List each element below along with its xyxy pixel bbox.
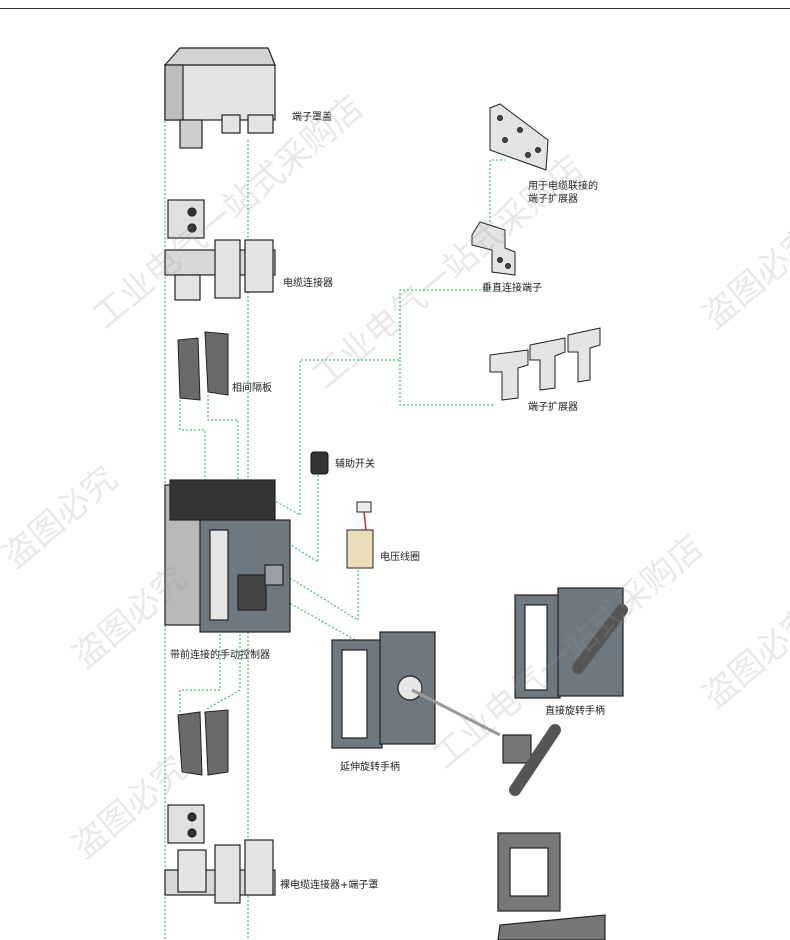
label-direct-rotary-handle: 直接旋转手柄 <box>545 706 605 717</box>
label-voltage-coil: 电压线圈 <box>380 552 420 563</box>
leader-line <box>179 630 221 720</box>
aux-switch-part <box>310 451 329 475</box>
lower-phase-barrier-part <box>177 709 229 776</box>
label-terminal-cover: 端子罩盖 <box>292 112 332 123</box>
label-aux-switch: 辅助开关 <box>335 459 375 470</box>
leader-line <box>489 159 505 230</box>
leader-line <box>399 360 495 406</box>
bare-cable-connector-part <box>164 804 276 904</box>
leader-line <box>284 570 359 622</box>
voltage-coil-part <box>346 501 374 569</box>
cable-connector-part <box>164 199 276 301</box>
cable-terminal-extender-part <box>489 103 549 171</box>
leader-line <box>207 395 239 485</box>
label-bare-cable-connector: 裸电缆连接器+端子罩 <box>280 880 379 891</box>
label-breaker: 带前连接的手动控制器 <box>170 650 270 661</box>
leader-line <box>179 400 206 485</box>
label-terminal-extender: 端子扩展器 <box>528 402 578 413</box>
leader-line <box>299 289 485 515</box>
direct-rotary-handle-part <box>514 587 628 699</box>
label-cable-terminal-extender-2: 端子扩展器 <box>528 194 578 205</box>
terminal-extenders-part <box>489 327 601 401</box>
label-cable-connector: 电缆连接器 <box>283 278 333 289</box>
extended-rotary-handle-part <box>331 631 561 796</box>
terminal-cover-part <box>163 47 276 149</box>
breaker-part <box>164 479 291 633</box>
top-rule <box>0 8 790 9</box>
phase-barrier-part <box>177 331 229 401</box>
label-phase-barrier: 相间隔板 <box>232 383 272 394</box>
label-vertical-terminal: 垂直连接端子 <box>482 283 542 294</box>
door-frame-part <box>497 832 606 940</box>
vertical-terminal-part <box>471 221 516 276</box>
label-extended-rotary-handle: 延伸旋转手柄 <box>340 762 400 773</box>
leader-line <box>204 630 241 711</box>
label-cable-terminal-extender-1: 用于电缆联接的 <box>528 181 598 192</box>
